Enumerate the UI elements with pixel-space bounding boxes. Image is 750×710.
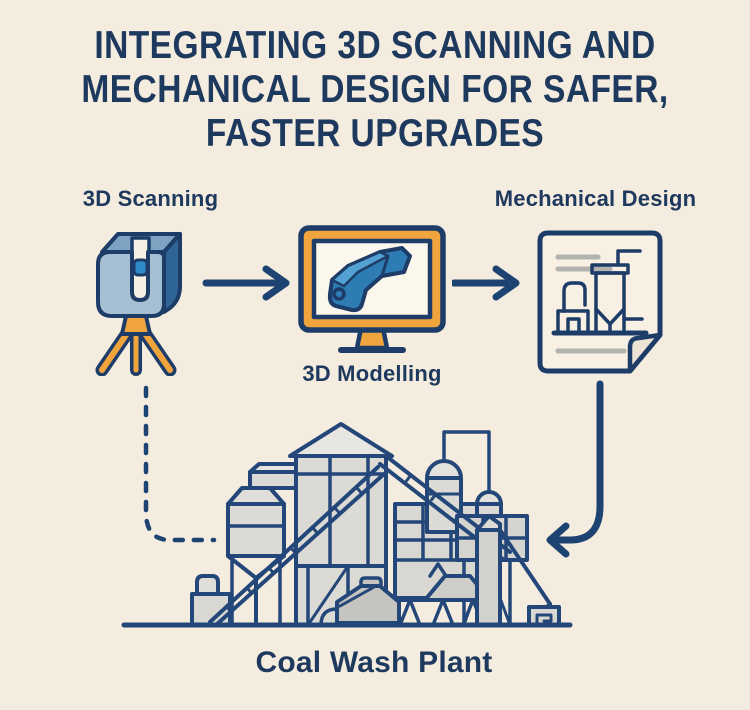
label-coal-wash-plant: Coal Wash Plant	[255, 646, 493, 679]
page-title: INTEGRATING 3D SCANNING AND MECHANICAL D…	[53, 24, 698, 156]
blueprint-document-icon	[537, 230, 663, 374]
curved-arrow-design-to-plant-icon	[546, 380, 604, 558]
title-line-3: FASTER UPGRADES	[205, 112, 545, 155]
title-line-1: INTEGRATING 3D SCANNING AND	[94, 24, 656, 67]
laser-scanner-icon	[95, 232, 182, 376]
arrow-scan-to-model-icon	[202, 265, 290, 301]
title-line-2: MECHANICAL DESIGN FOR SAFER,	[81, 68, 669, 111]
label-mechanical-design: Mechanical Design	[494, 186, 697, 211]
label-3d-scanning: 3D Scanning	[82, 186, 219, 211]
arrow-model-to-design-icon	[452, 265, 520, 301]
dashed-connector-scan-to-plant	[143, 385, 217, 543]
coal-wash-plant-icon	[121, 422, 573, 628]
monitor-cad-icon	[298, 225, 446, 353]
label-3d-modelling: 3D Modelling	[302, 361, 442, 386]
